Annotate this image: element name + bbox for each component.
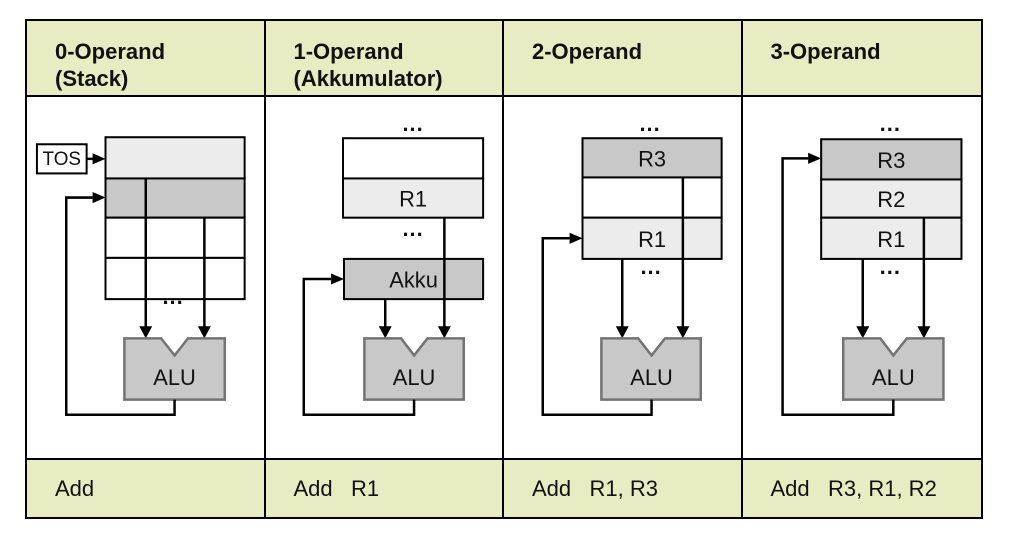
register-cell-r3 — [819, 138, 962, 181]
stack-architecture-diagram: TOS ... ALU — [35, 136, 246, 417]
register-cell-r1 — [819, 216, 962, 260]
alu-feedback-wire — [65, 196, 176, 417]
instruction-cell-akkumulator: Add R1 — [265, 458, 504, 517]
stack-cell-top — [104, 136, 246, 180]
header-title-line1: 3-Operand — [770, 39, 881, 64]
registers-ellipsis-top: ... — [402, 111, 423, 136]
registers-ellipsis-mid: ... — [640, 254, 661, 279]
instruction-text: Add — [55, 475, 95, 501]
register-r1-label: R1 — [877, 227, 905, 252]
feedback-arrowhead-icon — [569, 232, 583, 244]
diagram-cell-stack: TOS ... ALU — [27, 97, 266, 458]
diagram-cell-3-operand: ... R3 R2 R1 ... ALU — [742, 97, 981, 458]
arrowhead-down-icon — [378, 326, 392, 339]
arrowhead-down-icon — [139, 326, 153, 339]
header-title-line1: 0-Operand — [55, 39, 166, 64]
register-cell-r3 — [581, 137, 723, 179]
registers-ellipsis-top: ... — [879, 111, 900, 136]
instruction-text: Add R1, R3 — [532, 475, 658, 501]
alu-box — [841, 337, 945, 401]
alu-box — [362, 337, 465, 401]
arrowhead-down-icon — [676, 326, 690, 339]
register-cell-r1 — [341, 177, 484, 219]
feedback-arrowhead-icon — [92, 192, 106, 204]
tos-arrowhead-icon — [92, 153, 106, 165]
stack-cell-third — [104, 216, 246, 259]
arrowhead-down-icon — [437, 326, 451, 339]
register-cell-r1 — [581, 216, 723, 260]
header-cell-3-operand: 3-Operand — [742, 21, 981, 97]
register-r3-label: R3 — [638, 146, 666, 171]
stack-ellipsis: ... — [162, 284, 183, 309]
arrowhead-down-icon — [615, 326, 629, 339]
register-cell-r2 — [819, 178, 962, 219]
alu-label: ALU — [871, 365, 914, 390]
alu-label: ALU — [392, 365, 435, 390]
three-operand-architecture-diagram: ... R3 R2 R1 ... ALU — [780, 111, 962, 417]
arrowhead-down-icon — [197, 326, 211, 339]
alu-box — [123, 337, 226, 401]
stack-cell-fourth — [104, 256, 246, 301]
diagram-cell-akkumulator: ... R1 ... Akku ALU — [265, 97, 504, 458]
header-cell-2-operand: 2-Operand — [504, 21, 743, 97]
alu-feedback-wire — [780, 157, 895, 417]
header-title-line2: (Akkumulator) — [293, 66, 443, 91]
registers-ellipsis-mid: ... — [879, 254, 900, 279]
instruction-cell-2-operand: Add R1, R3 — [504, 458, 743, 517]
feedback-arrowhead-icon — [807, 152, 821, 164]
header-title-line1: 2-Operand — [532, 39, 643, 64]
register-r1-label: R1 — [638, 227, 666, 252]
accumulator-architecture-diagram: ... R1 ... Akku ALU — [302, 111, 484, 417]
register-r2-label: R2 — [877, 187, 905, 212]
alu-label: ALU — [153, 365, 196, 390]
akku-label: Akku — [389, 267, 438, 292]
instruction-text: Add R3, R1, R2 — [770, 475, 937, 501]
two-operand-architecture-diagram: ... R3 R1 ... ALU — [541, 111, 723, 417]
register-cell-empty — [581, 176, 723, 219]
instruction-cell-3-operand: Add R3, R1, R2 — [742, 458, 981, 517]
arrowhead-down-icon — [855, 326, 869, 339]
alu-box — [600, 337, 702, 401]
arrowhead-down-icon — [916, 326, 930, 339]
instruction-text: Add R1 — [293, 475, 380, 501]
alu-feedback-wire — [302, 277, 415, 417]
header-cell-1-operand: 1-Operand (Akkumulator) — [265, 21, 504, 97]
diagram-cell-2-operand: ... R3 R1 ... ALU — [504, 97, 743, 458]
alu-feedback-wire — [541, 237, 653, 417]
register-cell-empty — [341, 137, 484, 180]
tos-label: TOS — [43, 149, 81, 170]
instruction-cell-stack: Add — [27, 458, 266, 517]
header-title-line2: (Stack) — [55, 66, 129, 91]
registers-ellipsis-top: ... — [639, 111, 660, 136]
registers-ellipsis-mid: ... — [402, 216, 423, 241]
register-r1-label: R1 — [399, 186, 427, 211]
register-r3-label: R3 — [877, 148, 905, 173]
isa-operand-comparison-table: 0-Operand (Stack) 1-Operand (Akkumulator… — [25, 19, 983, 519]
feedback-arrowhead-icon — [330, 273, 344, 285]
header-title-line1: 1-Operand — [293, 39, 404, 64]
tos-box — [35, 143, 88, 175]
header-cell-0-operand: 0-Operand (Stack) — [27, 21, 266, 97]
alu-label: ALU — [630, 365, 673, 390]
stack-cell-second — [104, 177, 246, 219]
